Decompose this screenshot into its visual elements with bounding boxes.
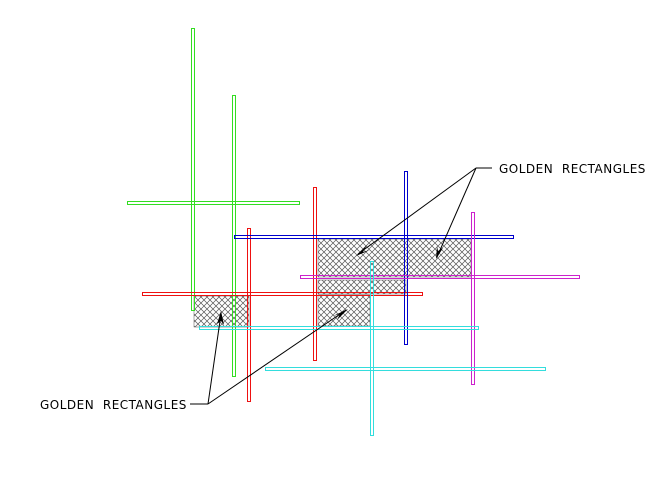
golden-rectangle-large (317, 238, 472, 278)
cyan-vertical-bar (370, 261, 374, 436)
cyan-horizontal-bar-1 (199, 326, 479, 330)
golden-rectangle-center (317, 294, 371, 327)
cyan-horizontal-bar-2 (265, 367, 546, 371)
red-horizontal-bar (142, 292, 423, 296)
leader-bottom-to-center-rect (207, 309, 347, 405)
magenta-horizontal-bar (300, 275, 580, 279)
golden-rectangles (193, 238, 472, 328)
leader-top-to-right-rect (436, 167, 477, 258)
golden-rectangle-left (193, 295, 250, 328)
leader-top-to-large-rect (357, 167, 477, 255)
arrowhead-bottom-right (333, 309, 348, 320)
blue-vertical-bar (404, 171, 408, 345)
leader-lines-top (356, 167, 492, 259)
blue-horizontal-bar (234, 235, 514, 239)
red-vertical-bar-1 (247, 228, 251, 402)
magenta-bars (300, 212, 580, 385)
arrowhead-top-left (356, 245, 370, 256)
leader-bottom-to-left-rect (207, 313, 222, 405)
arrowhead-bottom-left (217, 311, 224, 325)
green-horizontal-bar (127, 201, 300, 205)
arrowhead-top-right (436, 246, 443, 259)
cyan-bars (199, 261, 546, 436)
label-golden-rectangles-bottom: GOLDEN RECTANGLES (40, 398, 187, 412)
golden-rectangle-middle (317, 279, 407, 295)
magenta-vertical-bar (471, 212, 475, 385)
red-bars (142, 187, 423, 402)
red-vertical-bar-2 (313, 187, 317, 361)
leader-lines-bottom (190, 309, 348, 405)
green-vertical-bar-1 (191, 28, 195, 311)
label-golden-rectangles-top: GOLDEN RECTANGLES (499, 162, 646, 176)
blue-bars (234, 171, 514, 345)
